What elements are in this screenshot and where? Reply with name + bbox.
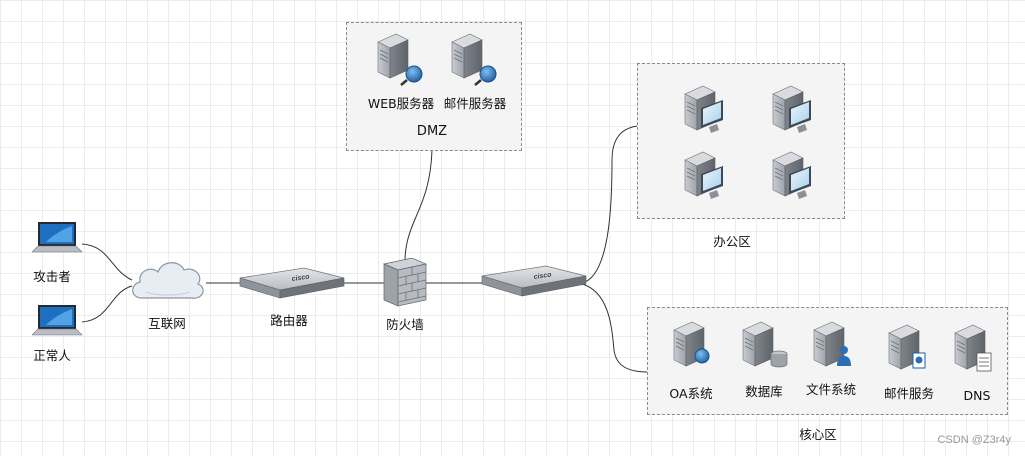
office-pc-icon[interactable] (683, 150, 729, 200)
dmz-zone (346, 22, 522, 151)
dmz-zone-label: DMZ (416, 124, 448, 139)
web-server-icon[interactable] (376, 32, 426, 86)
link-user-internet (81, 285, 133, 323)
normal-user-label: 正常人 (33, 348, 71, 363)
link-switch-office (581, 125, 639, 284)
attacker-label: 攻击者 (33, 269, 71, 284)
link-attacker-internet (81, 243, 133, 281)
internet-cloud-icon[interactable] (128, 256, 208, 306)
router-label: 路由器 (270, 313, 308, 328)
database-icon[interactable] (741, 320, 791, 370)
connection-lines (81, 125, 649, 373)
web-server-label: WEB服务器 (367, 96, 435, 111)
watermark: CSDN @Z3r4y (937, 434, 1011, 446)
mail-service-icon[interactable] (887, 323, 933, 373)
firewall-icon[interactable] (382, 258, 428, 308)
office-zone-label: 办公区 (713, 234, 751, 249)
user-laptop-icon[interactable] (32, 305, 84, 337)
office-pc-icon[interactable] (771, 150, 817, 200)
switch-icon[interactable] (480, 264, 588, 298)
link-firewall-dmz (404, 149, 433, 263)
internet-label: 互联网 (148, 316, 186, 331)
mail-server-label: 邮件服务器 (443, 96, 507, 111)
mail-service-label: 邮件服务 (883, 386, 935, 401)
router-icon[interactable] (238, 266, 346, 300)
core-zone-label: 核心区 (799, 427, 837, 442)
attacker-laptop-icon[interactable] (32, 222, 84, 254)
database-label: 数据库 (745, 384, 783, 399)
oa-system-icon[interactable] (672, 320, 716, 370)
office-zone (637, 63, 845, 219)
file-system-label: 文件系统 (805, 382, 857, 397)
link-switch-core (581, 283, 649, 373)
office-pc-icon[interactable] (771, 84, 817, 134)
mail-server-icon[interactable] (450, 32, 500, 86)
oa-system-label: OA系统 (669, 386, 713, 401)
dns-server-icon[interactable] (953, 323, 999, 377)
dns-label: DNS (963, 388, 991, 403)
file-system-icon[interactable] (812, 320, 858, 370)
firewall-label: 防火墙 (386, 317, 424, 332)
office-pc-icon[interactable] (683, 84, 729, 134)
